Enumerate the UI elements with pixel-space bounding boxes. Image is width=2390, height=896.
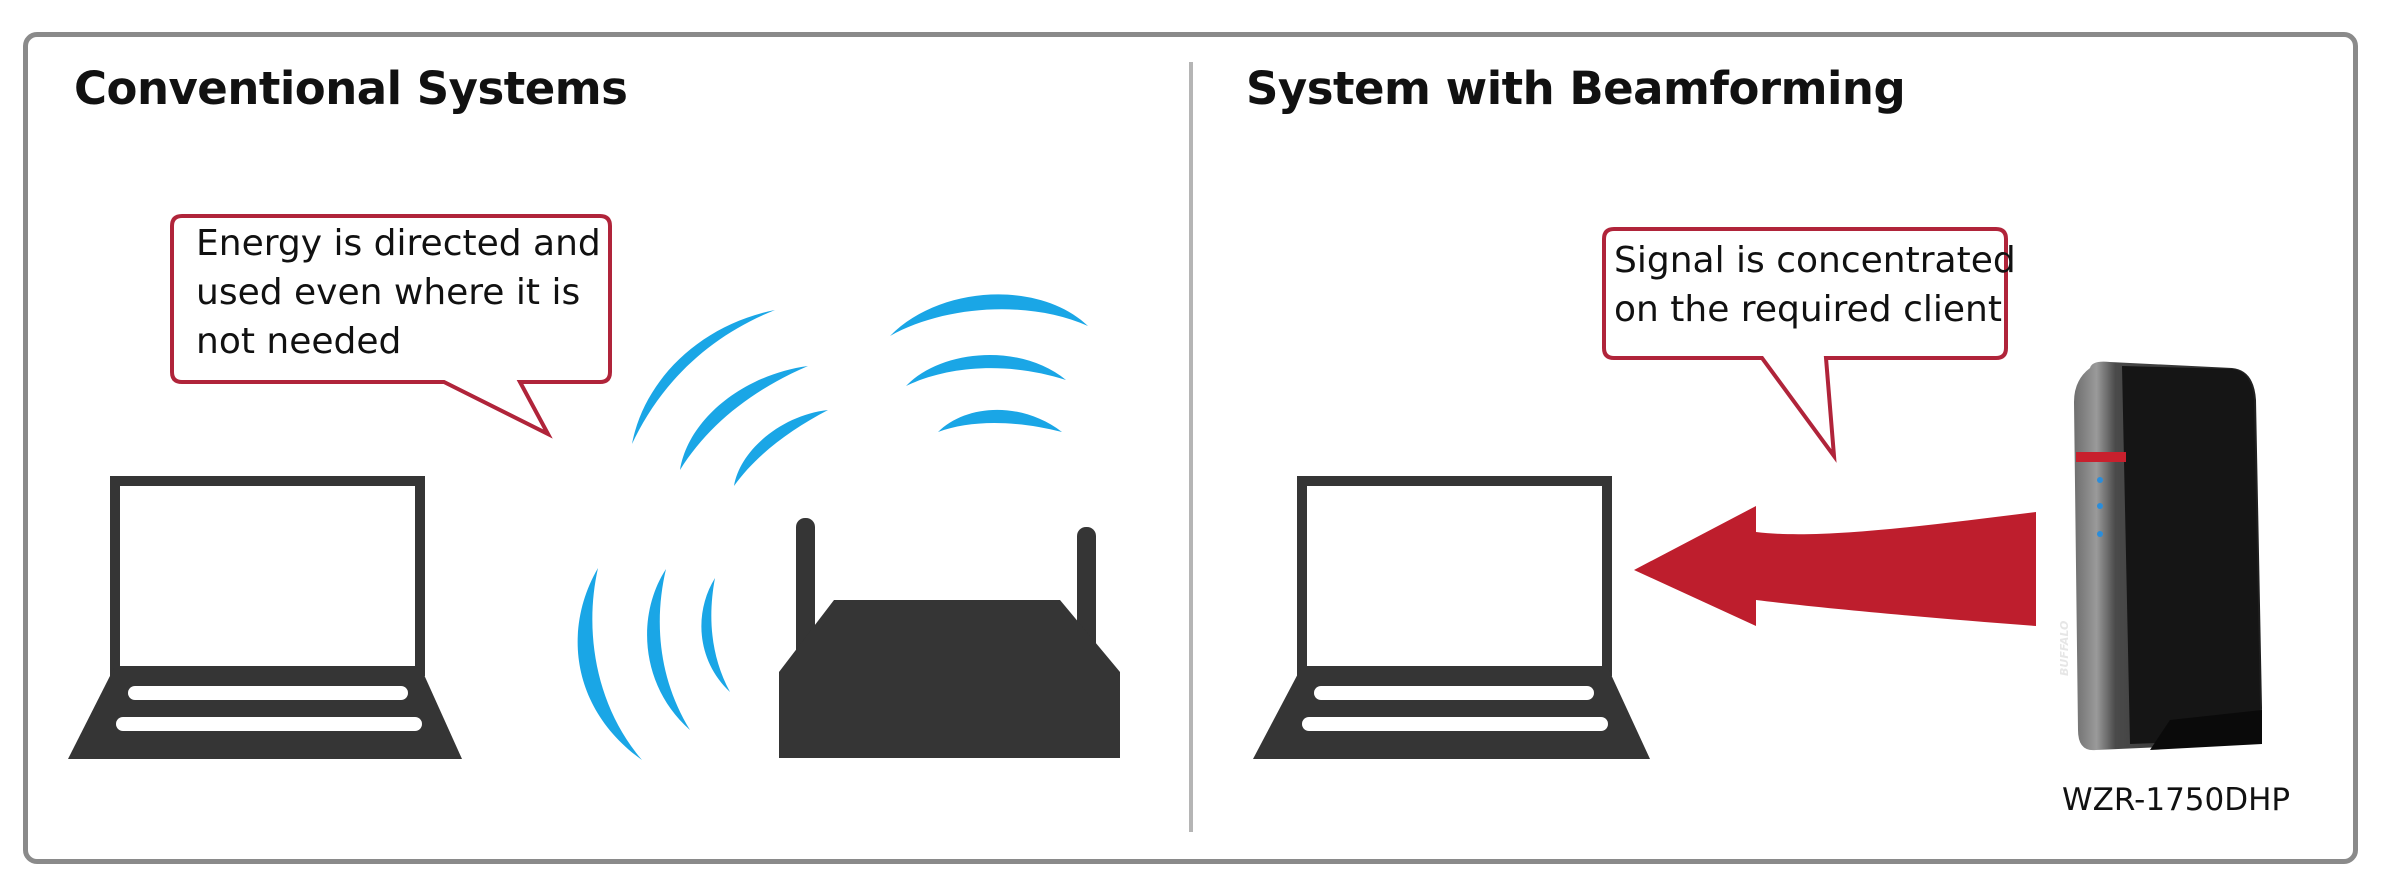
router-icon	[779, 518, 1120, 758]
laptop-icon	[68, 476, 462, 759]
right-callout-text: Signal is concentrated on the required c…	[1614, 236, 2016, 334]
right-callout-line: on the required client	[1614, 289, 2002, 330]
panel-divider	[1189, 62, 1193, 832]
right-panel-title: System with Beamforming	[1246, 62, 1906, 115]
left-callout-text: Energy is directed and used even where i…	[196, 219, 616, 366]
wifi-wave-icon	[577, 294, 1088, 760]
buffalo-router-icon	[2074, 361, 2262, 751]
laptop-icon	[1253, 476, 1650, 759]
diagram-frame	[23, 32, 2358, 864]
right-callout-bubble	[1602, 227, 2008, 463]
right-callout-line: Signal is concentrated	[1614, 240, 2016, 281]
left-callout-line: used even where it is	[196, 272, 581, 313]
left-callout-line: not needed	[196, 321, 402, 362]
router-logo: BUFFALO	[2058, 620, 2071, 676]
beam-arrow-icon	[1634, 506, 2036, 626]
device-model-label: WZR-1750DHP	[2062, 782, 2291, 818]
left-callout-line: Energy is directed and	[196, 223, 601, 264]
left-panel-title: Conventional Systems	[74, 62, 628, 115]
left-callout-bubble	[170, 214, 612, 439]
